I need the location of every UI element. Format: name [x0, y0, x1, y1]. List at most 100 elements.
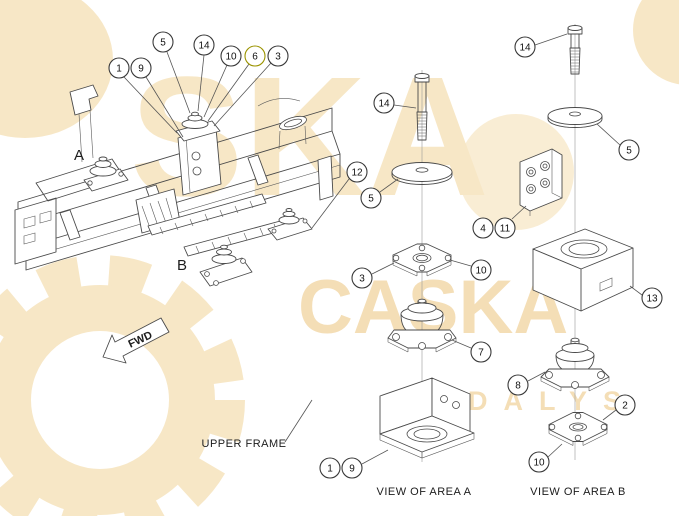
mount-assembly-b	[199, 244, 253, 287]
exploded-view-a: 14 5 3 10 7 1 9 VIEW OF AREA A	[319, 70, 492, 498]
mount-assembly-a	[83, 156, 129, 192]
callout-circle[interactable]	[470, 259, 492, 281]
callout-view-b-5[interactable]: 5	[618, 139, 640, 161]
callout-view-a-1[interactable]: 1	[319, 457, 341, 479]
callout-circle[interactable]	[528, 451, 550, 473]
callout-view-b-4[interactable]: 4	[472, 217, 494, 239]
callout-number: 5	[626, 146, 632, 157]
callout-main-12[interactable]: 12	[346, 161, 368, 183]
callout-view-a-3[interactable]: 3	[351, 267, 373, 289]
callout-circle[interactable]	[618, 139, 640, 161]
callout-number: 2	[622, 401, 628, 412]
callout-circle[interactable]	[470, 341, 492, 363]
callout-circle[interactable]	[220, 45, 242, 67]
vibration-mount-view-a	[387, 298, 457, 353]
callout-circle[interactable]	[130, 57, 152, 79]
callout-number: 13	[646, 294, 658, 305]
washer-view-b	[547, 107, 603, 128]
callout-number: 14	[378, 99, 390, 110]
mounting-plate-view-a	[392, 243, 452, 277]
callout-view-a-10[interactable]: 10	[470, 259, 492, 281]
callout-circle[interactable]	[373, 92, 395, 114]
callout-number: 1	[116, 64, 122, 75]
callout-view-a-5[interactable]: 5	[360, 187, 382, 209]
callout-number: 10	[475, 266, 487, 277]
watermark-sub-text: DALYS	[468, 386, 637, 416]
callout-number: 8	[515, 381, 521, 392]
callout-view-b-10[interactable]: 10	[528, 451, 550, 473]
callout-number: 11	[500, 224, 511, 235]
watermark-gear-teeth	[0, 255, 245, 516]
callout-circle[interactable]	[641, 287, 663, 309]
callout-view-b-13[interactable]: 13	[641, 287, 663, 309]
callout-view-a-9[interactable]: 9	[341, 457, 363, 479]
callout-number: 1	[327, 464, 333, 475]
callout-circle[interactable]	[614, 394, 636, 416]
callout-view-b-11[interactable]: 11	[494, 217, 516, 239]
callout-main-3[interactable]: 3	[267, 45, 289, 67]
vibration-mount-view-b	[540, 337, 610, 392]
leader-lines-view-b	[511, 33, 643, 458]
callout-main-9[interactable]: 9	[130, 57, 152, 79]
callout-circle[interactable]	[351, 267, 373, 289]
callout-circle[interactable]	[507, 374, 529, 396]
watermark-blob-topleft	[0, 0, 113, 138]
watermark-blob-topright	[633, 0, 679, 85]
washer-view-a	[391, 162, 453, 185]
side-bracket-view-b	[519, 148, 563, 216]
callout-number: 9	[138, 64, 144, 75]
bolt-view-b	[567, 25, 583, 75]
callout-circle[interactable]	[319, 457, 341, 479]
callout-number: 3	[275, 52, 281, 63]
callout-circle[interactable]	[346, 161, 368, 183]
leader-lines-view-a	[361, 104, 472, 465]
callout-main-1[interactable]: 1	[108, 57, 130, 79]
callout-number: 10	[533, 458, 545, 469]
watermark-gear-ring	[0, 285, 215, 515]
callout-number: 14	[519, 43, 531, 54]
leader-lines-main	[123, 51, 350, 443]
callout-number: 12	[351, 168, 363, 179]
exploded-view-b: 14 5 4 11 13 8 2 10 VIEW OF A	[472, 24, 663, 498]
callout-circle[interactable]	[472, 217, 494, 239]
mount-assembly-12	[267, 208, 313, 241]
callout-circle[interactable]	[494, 217, 516, 239]
callout-number: 5	[368, 194, 374, 205]
callout-circle[interactable]	[152, 31, 174, 53]
mounting-plate-view-b	[548, 412, 608, 446]
mount-assembly-center	[175, 111, 222, 196]
callout-circle[interactable]	[360, 187, 382, 209]
area-b-label: B	[177, 257, 187, 274]
main-bracket-view-b	[532, 228, 634, 312]
callout-circle[interactable]	[193, 34, 215, 56]
callout-main-6-highlighted[interactable]: 6	[244, 45, 266, 67]
callout-view-a-14[interactable]: 14	[373, 92, 395, 114]
bolt-view-a	[414, 73, 430, 141]
callout-number: 7	[478, 348, 484, 359]
callout-number: 5	[160, 38, 166, 49]
main-assembly-view: A B FWD UPPER FRAME 1 9 5 14 10	[14, 31, 368, 450]
callout-number: 10	[225, 52, 237, 63]
upper-frame-drawing	[14, 84, 341, 271]
callout-number: 6	[252, 52, 258, 63]
callout-circle[interactable]	[514, 36, 536, 58]
callout-view-b-8[interactable]: 8	[507, 374, 529, 396]
support-bracket-view-a	[379, 377, 475, 459]
callout-circle[interactable]	[108, 57, 130, 79]
callout-view-a-7[interactable]: 7	[470, 341, 492, 363]
callout-circle-highlighted[interactable]	[244, 45, 266, 67]
callout-view-b-14[interactable]: 14	[514, 36, 536, 58]
callout-main-14[interactable]: 14	[193, 34, 215, 56]
view-b-caption: VIEW OF AREA B	[530, 486, 626, 498]
callout-number: 4	[480, 224, 486, 235]
callout-view-b-2[interactable]: 2	[614, 394, 636, 416]
upper-frame-label: UPPER FRAME	[202, 438, 287, 450]
callout-main-10[interactable]: 10	[220, 45, 242, 67]
callout-circle[interactable]	[267, 45, 289, 67]
callout-circle[interactable]	[341, 457, 363, 479]
area-a-label: A	[74, 147, 84, 164]
callout-main-5[interactable]: 5	[152, 31, 174, 53]
view-a-caption: VIEW OF AREA A	[376, 486, 471, 498]
